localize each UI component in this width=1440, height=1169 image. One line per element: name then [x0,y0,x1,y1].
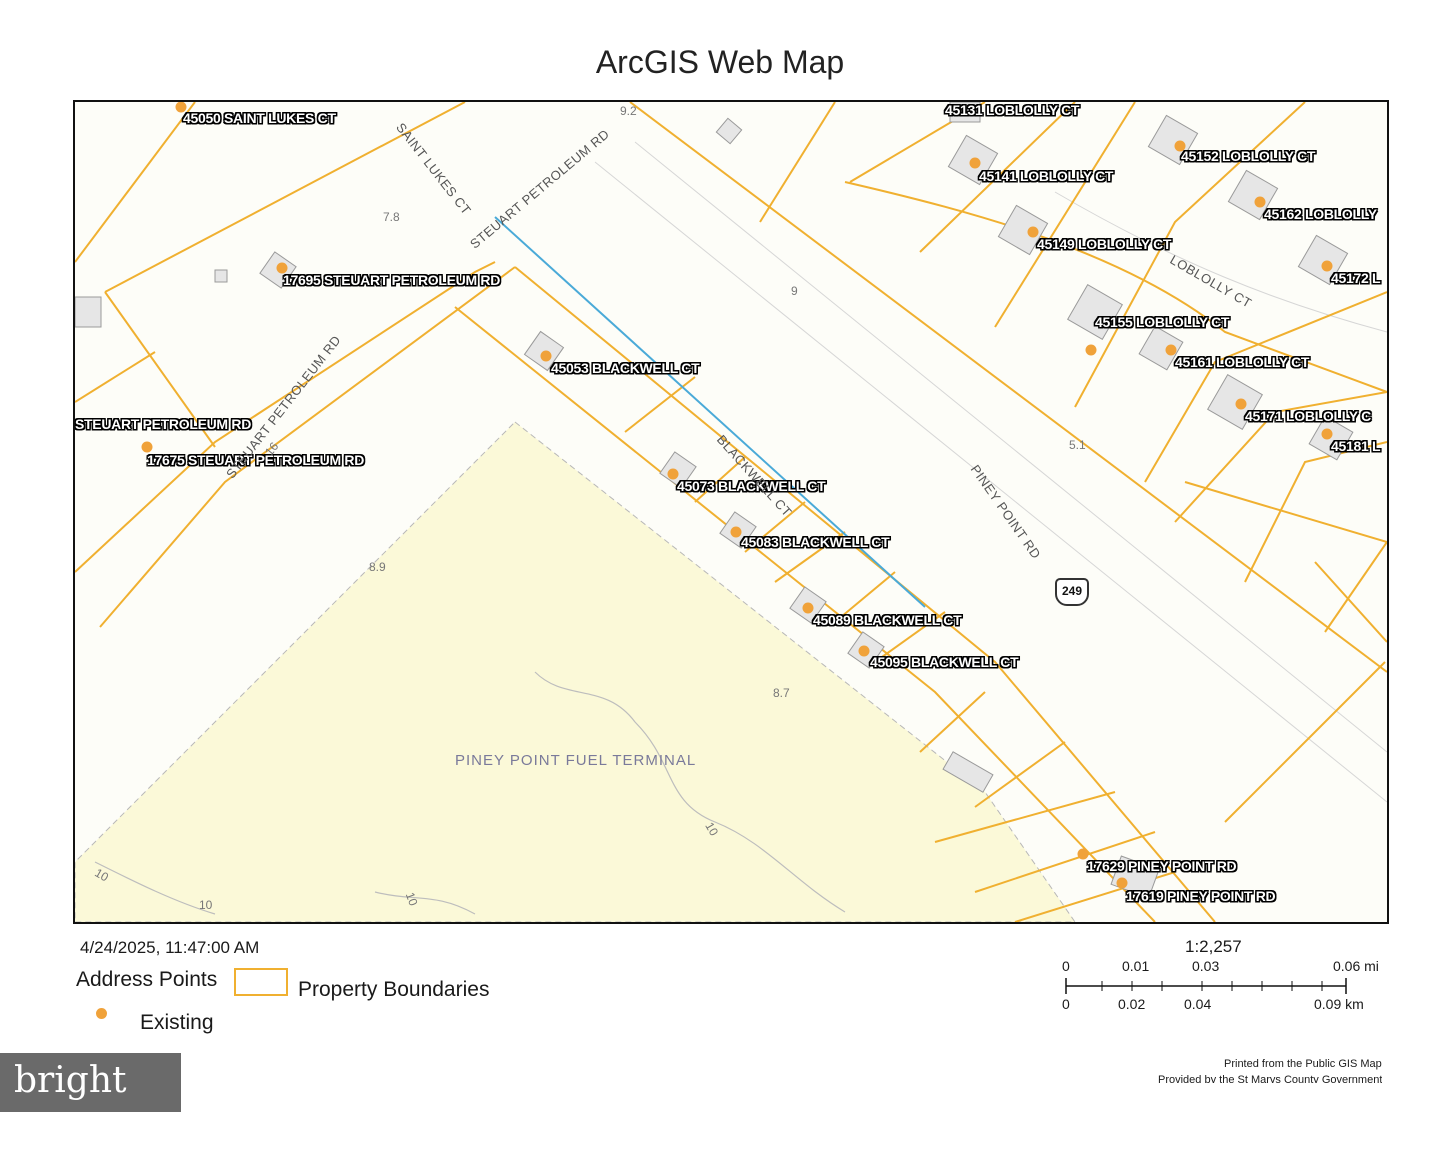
elevation-label: 5.1 [1069,438,1086,452]
scale-km-tick: 0.04 [1184,996,1212,1012]
provided-by-note: Provided by the St Marys County Governme… [1158,1074,1383,1083]
map-title: ArcGIS Web Map [595,44,845,80]
address-label: 45171 LOBLOLLY C [1245,408,1371,424]
legend-existing-dot-icon [96,1008,107,1019]
elevation-label: 8.9 [369,560,386,574]
print-timestamp: 4/24/2025, 11:47:00 AM [80,938,260,957]
address-label: 45131 LOBLOLLY CT [945,102,1080,118]
map-frame[interactable]: 45050 SAINT LUKES CT 17695 STEUART PETRO… [73,100,1389,924]
scale-km-tick: 0.09 km [1314,996,1364,1012]
address-label: 45089 BLACKWELL CT [813,612,962,628]
elevation-label: 8.7 [773,686,790,700]
contour-line [94,861,216,915]
scale-ratio: 1:2,257 [1185,937,1242,956]
address-label: 17675 STEUART PETROLEUM RD [147,452,365,468]
address-label: 45073 BLACKWELL CT [677,478,826,494]
buildings [75,102,1354,899]
address-label: 45172 L [1331,270,1381,286]
printed-from-note: Printed from the Public GIS Map [1224,1058,1382,1070]
legend-property-boundaries: Property Boundaries [298,978,490,1001]
address-label: 45161 LOBLOLLY CT [1175,354,1310,370]
scale-mi-tick: 0.03 [1192,958,1220,974]
address-label: 45155 LOBLOLLY CT [1095,314,1230,330]
blackwell-ct-line [494,216,926,608]
scale-mi-tick: 0 [1062,958,1070,974]
address-label: 45083 BLACKWELL CT [741,534,890,550]
address-label: 45152 LOBLOLLY CT [1181,148,1316,164]
bright-mls-logo: bright MLS [0,1053,181,1153]
road-edge [594,161,1387,803]
road-edge [634,141,1387,753]
scale-km-tick: 0 [1062,996,1070,1012]
contour-line [374,891,476,915]
fuel-terminal-label: PINEY POINT FUEL TERMINAL [455,752,697,769]
scale-mi-tick: 0.06 mi [1333,958,1379,974]
elevation-label: 10 [199,898,213,912]
address-label: 17695 STEUART PETROLEUM RD [283,272,501,288]
fuel-terminal-area [75,421,1076,922]
road-edge [1054,191,1387,333]
address-label: 17629 PINEY POINT RD [1087,858,1237,874]
scale-km-tick: 0.02 [1118,996,1146,1012]
address-label: STEUART PETROLEUM RD [75,416,252,432]
legend-boundary-swatch [234,968,288,996]
address-label: 17619 PINEY POINT RD [1126,888,1276,904]
contour-line [534,671,846,913]
bright-wordmark: bright [14,1060,127,1101]
scale-mi-tick: 0.01 [1122,958,1150,974]
legend-existing: Existing [140,1011,214,1034]
route-249-shield: 249 [1055,578,1089,606]
map-canvas [75,102,1387,922]
address-label: 45095 BLACKWELL CT [870,654,1019,670]
address-points [141,102,1333,889]
address-label: 45050 SAINT LUKES CT [183,110,336,126]
address-label: 45053 BLACKWELL CT [551,360,700,376]
elevation-label: 9.2 [620,104,637,118]
legend-address-points: Address Points [76,968,218,991]
mls-wordmark: MLS [14,1128,63,1153]
address-label: 45181 L [1331,438,1381,454]
address-label: 45141 LOBLOLLY CT [979,168,1114,184]
address-label: 45149 LOBLOLLY CT [1037,236,1172,252]
elevation-label: 7.8 [383,210,400,224]
address-label: 45162 LOBLOLLY [1264,206,1377,222]
elevation-label: 9 [791,284,798,298]
scale-bar [1065,978,1347,994]
